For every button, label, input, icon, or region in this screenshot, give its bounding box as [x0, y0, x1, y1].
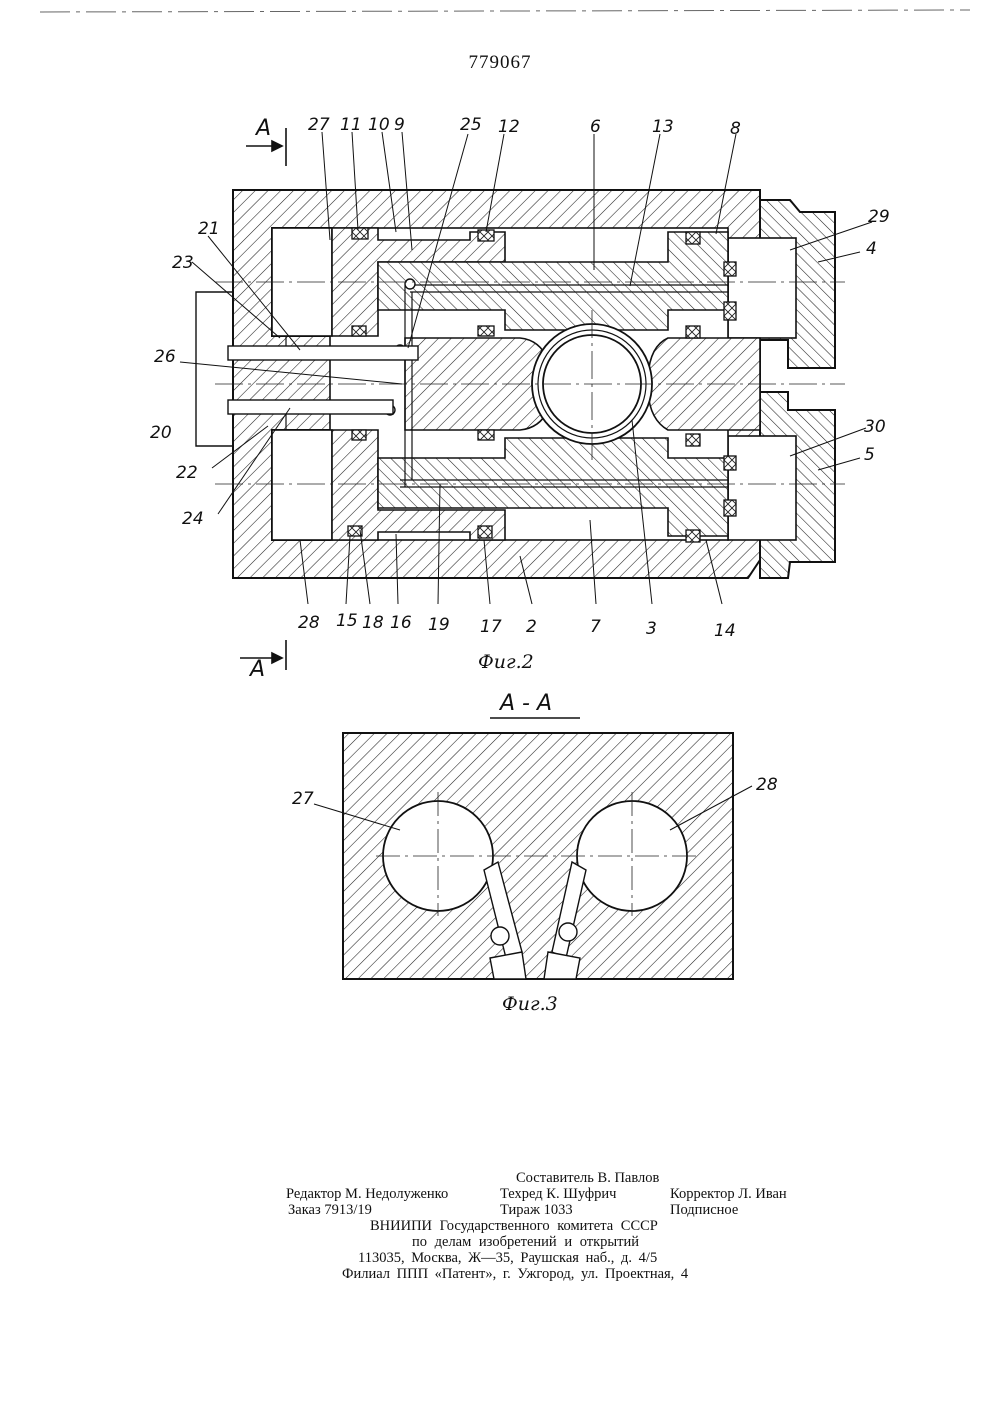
- callout-8: 8: [730, 119, 741, 139]
- callout-13: 13: [652, 117, 674, 137]
- drawing-sheet: A A: [0, 0, 1000, 1100]
- callout-27: 27: [308, 115, 330, 135]
- callout-3: 3: [646, 619, 657, 639]
- fig3-callout-28: 28: [756, 775, 778, 795]
- figure-2-caption: Фиг.2: [478, 651, 534, 673]
- figure-3-caption: Фиг.3: [502, 993, 558, 1015]
- org-line-1: ВНИИПИ Государственного комитета СССР: [370, 1218, 658, 1235]
- callout-20: 20: [150, 423, 172, 443]
- bracket-20: [196, 292, 232, 446]
- pipe-21: [228, 346, 418, 360]
- callout-7: 7: [590, 617, 601, 637]
- pipe-22: [228, 400, 393, 414]
- callout-23: 23: [172, 253, 194, 273]
- callout-2: 2: [526, 617, 537, 637]
- callout-26: 26: [154, 347, 176, 367]
- callout-24: 24: [182, 509, 204, 529]
- callout-10: 10: [368, 115, 390, 135]
- address: 113035, Москва, Ж—35, Раушская наб., д. …: [358, 1250, 657, 1267]
- order: Заказ 7913/19: [288, 1202, 372, 1219]
- callout-12: 12: [498, 117, 520, 137]
- section-letter-top: A: [254, 116, 271, 141]
- callout-11: 11: [340, 115, 362, 135]
- callout-21: 21: [198, 219, 220, 239]
- callout-9: 9: [394, 115, 405, 135]
- compiler: Составитель В. Павлов: [516, 1170, 659, 1187]
- section-title: A - A: [498, 691, 552, 716]
- figure-2: A A: [150, 115, 890, 682]
- callout-6: 6: [590, 117, 601, 137]
- corrector: Корректор Л. Иван: [670, 1186, 787, 1203]
- bore-28: [577, 801, 687, 911]
- callout-28: 28: [298, 613, 320, 633]
- callout-15: 15: [336, 611, 358, 631]
- callout-19: 19: [428, 615, 450, 635]
- org-line-2: по делам изобретений и открытий: [412, 1234, 639, 1251]
- callout-4: 4: [866, 239, 877, 259]
- subscription: Подписное: [670, 1202, 738, 1219]
- chamber-30: [728, 436, 796, 540]
- callout-17: 17: [480, 617, 502, 637]
- callout-22: 22: [176, 463, 198, 483]
- callout-25: 25: [460, 115, 482, 135]
- callout-14: 14: [714, 621, 736, 641]
- techred: Техред К. Шуфрич: [500, 1186, 616, 1203]
- section-letter-bottom: A: [248, 657, 265, 682]
- callout-18: 18: [362, 613, 384, 633]
- fig3-callout-27: 27: [292, 789, 314, 809]
- callout-16: 16: [390, 613, 412, 633]
- callout-30: 30: [864, 417, 886, 437]
- callout-5: 5: [864, 445, 875, 465]
- callout-29: 29: [868, 207, 890, 227]
- chamber-28: [272, 430, 332, 540]
- figure-3: A - A 27 28 Фиг.3: [292, 691, 778, 1015]
- branch: Филиал ППП «Патент», г. Ужгород, ул. Про…: [342, 1266, 688, 1283]
- editor: Редактор М. Недолуженко: [286, 1186, 448, 1203]
- circulation: Тираж 1033: [500, 1202, 573, 1219]
- chamber-29: [728, 238, 796, 338]
